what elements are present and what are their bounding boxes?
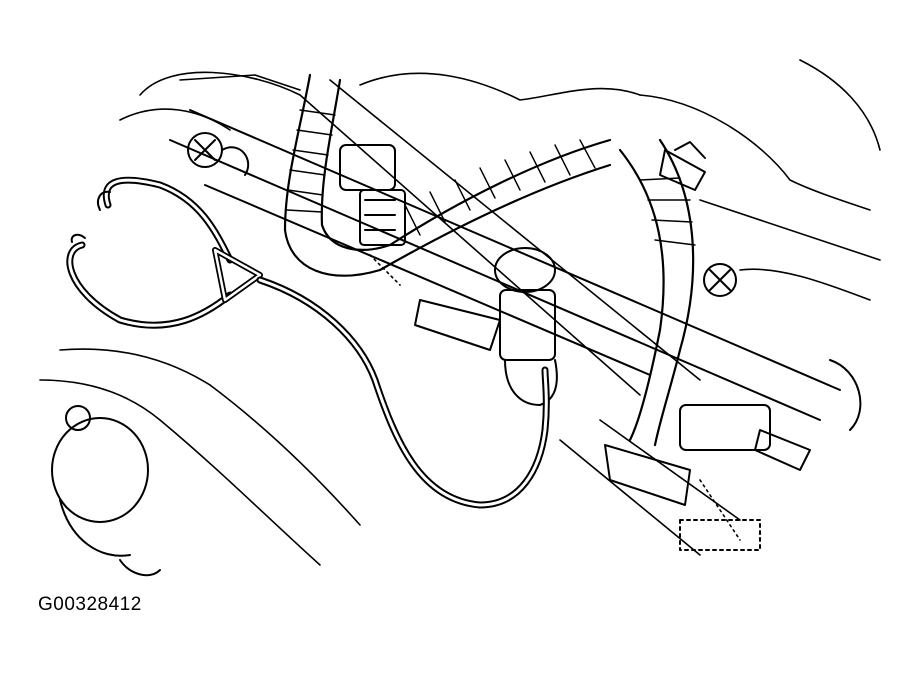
wiring-harness bbox=[283, 73, 695, 447]
bolt-icon bbox=[703, 263, 737, 297]
injector-connector bbox=[604, 404, 811, 551]
harness-clip bbox=[659, 141, 706, 191]
injector-connector bbox=[414, 247, 558, 406]
bolt-icon bbox=[187, 132, 250, 176]
housing-cap bbox=[51, 417, 161, 577]
harness-ribs bbox=[286, 109, 696, 246]
injector-connector bbox=[339, 144, 406, 246]
vacuum-hose bbox=[66, 176, 550, 509]
hose-end bbox=[70, 190, 111, 243]
bolt-icon bbox=[65, 405, 91, 431]
engine-block-outline bbox=[39, 59, 881, 566]
hidden-outline bbox=[369, 254, 741, 541]
figure-id-label: G00328412 bbox=[38, 594, 142, 615]
